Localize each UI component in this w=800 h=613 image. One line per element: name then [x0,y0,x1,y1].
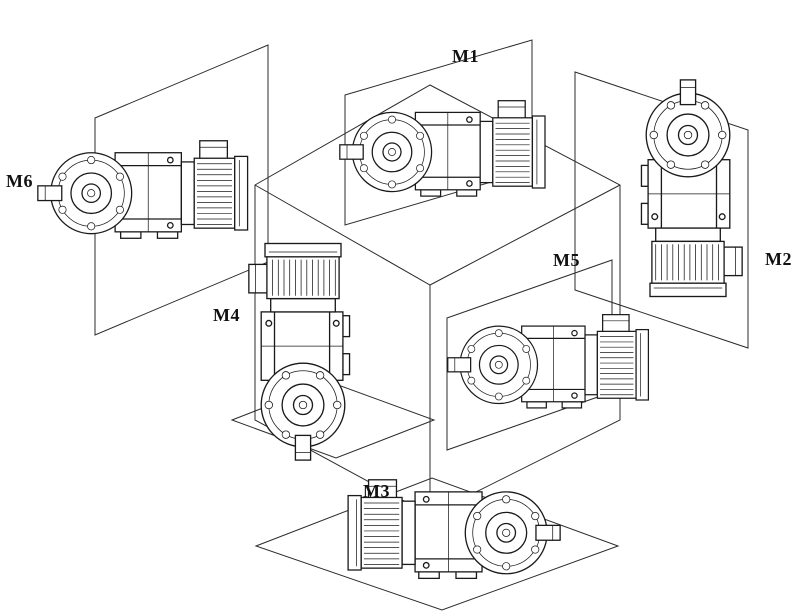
mounting-position-label-m3: M3 [363,481,390,501]
motor-m4-drawing [248,242,351,461]
orientation-cube [254,84,621,516]
mounting-position-label-m5: M5 [553,250,580,270]
mounting-position-label-m1: M1 [452,46,479,66]
motor-m5-drawing [447,314,650,409]
motor-m1-drawing [339,100,546,197]
mounting-position-label-m4: M4 [213,305,240,325]
motor-m2-drawing [640,79,743,298]
mounting-position-label-m6: M6 [6,171,33,191]
motor-m6-drawing [37,140,249,239]
mounting-position-label-m2: M2 [765,249,792,269]
